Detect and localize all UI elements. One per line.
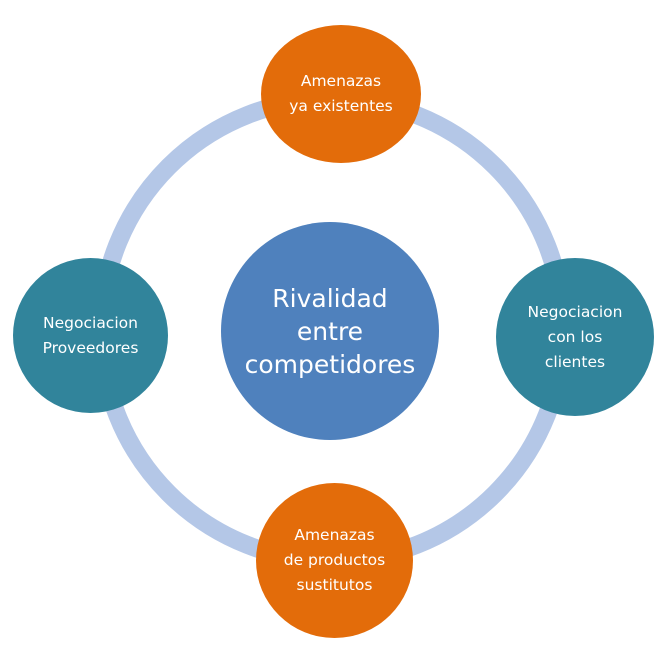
node-amenazas-sustitutos: Amenazas de productos sustitutos [256,483,413,638]
node-negociacion-proveedores: Negociacion Proveedores [13,258,168,413]
node-amenazas-existentes: Amenazas ya existentes [261,25,421,163]
node-label-right: Negociacion con los clientes [527,302,623,371]
node-rivalidad-competidores: Rivalidad entre competidores [221,222,439,440]
center-label: Rivalidad entre competidores [244,283,416,379]
node-label-bottom: Amenazas de productos sustitutos [283,526,386,594]
node-negociacion-clientes: Negociacion con los clientes [496,258,654,416]
node-label-top: Amenazas ya existentes [289,72,393,115]
node-label-left: Negociacion Proveedores [42,313,139,357]
